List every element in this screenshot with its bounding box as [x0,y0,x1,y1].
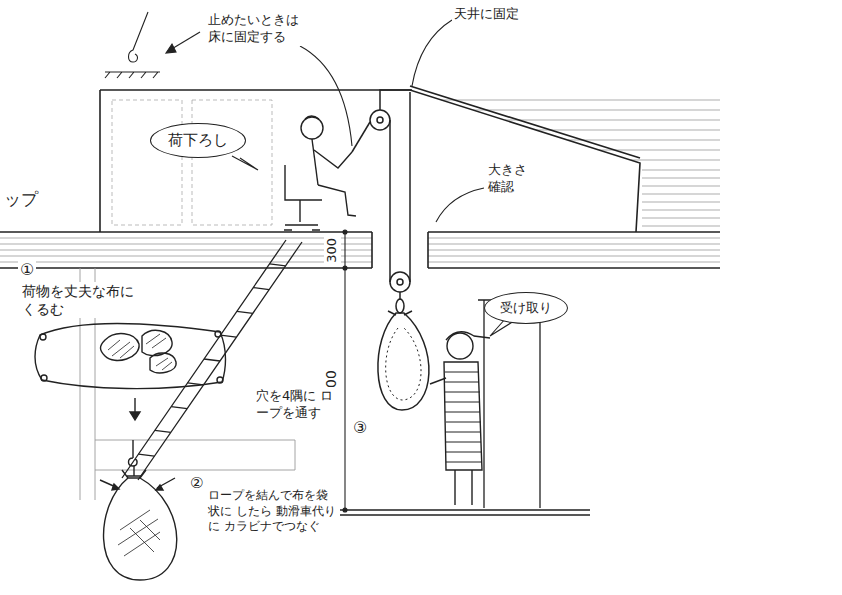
cloth-bundle [142,330,172,355]
cloth-bundle [215,331,221,337]
dashed-panels [112,100,182,225]
dashed-panels [112,100,272,225]
seated-person [312,139,318,185]
cloth-bundle [41,375,47,381]
pulley-system [397,279,403,285]
dimension-line [343,230,347,512]
leader-lines [436,188,484,222]
wood-hatching [0,100,720,262]
seated-person [284,165,322,230]
callout-number: ① [18,260,36,281]
pulley-system [377,117,383,123]
leader-lines [300,46,352,146]
loft-structure [0,86,720,268]
step-note: 荷物を丈夫な布に くるむ [20,282,144,318]
callout-number: ② [188,474,205,494]
standing-person [444,362,482,470]
standing-person [445,372,482,462]
leader-lines [166,44,176,53]
pulley-system [378,313,429,410]
pulley-system [389,120,391,282]
wood-hatching [642,170,720,226]
seated-person [314,150,352,168]
standing-person [455,470,472,505]
loft-structure [99,90,101,232]
lower-room [95,440,295,470]
leader-lines [412,20,452,86]
seated-person [301,117,323,139]
wrapped-bag [129,440,138,466]
bubble-text: 荷下ろし [168,131,228,150]
loft-structure [0,232,720,268]
wrapped-bag [122,466,146,478]
note-text: 天井に固定 [452,6,521,23]
standing-person [447,333,473,359]
pulley-system [380,90,412,110]
cloth-bundle [35,323,226,388]
ladder [122,240,302,480]
cloth-bundle [108,334,172,370]
dimension-value: 300 [324,236,341,265]
wrapped-bag [112,484,163,490]
leader-lines [232,156,258,170]
wrapped-bag [118,510,160,556]
ladder [122,240,302,480]
dimension-line [344,232,345,510]
pulley-system [396,299,404,313]
callout-number: ③ [351,418,369,439]
door-frame [340,510,590,515]
speech-bubble: 受け取り [484,292,568,324]
wrapped-bag [100,440,177,580]
dimension-line [343,230,347,234]
cloth-bundle [35,323,226,420]
bubble-text: 受け取り [500,300,552,316]
note-text: 止めたいときは 床に固定する [206,12,308,46]
door-frame [340,300,590,515]
cloth-bundle [150,353,176,373]
leader-lines [105,72,160,78]
pulley-system [409,92,411,282]
cloth-bundle [40,334,46,340]
wood-hatching [428,238,720,262]
standing-person [430,378,446,384]
note-text: 大きさ 確認 [486,162,538,196]
seated-person [284,116,356,230]
step-note: ロープを結んで布を袋状に したら 動滑車代りに カラビナでつなぐ [206,488,340,535]
loft-structure [410,86,640,158]
seated-person [305,116,319,119]
pulley-system [386,328,421,400]
cut-off-text: ップ [2,188,40,210]
cloth-bundle [130,412,140,420]
cloth-bundle [217,377,223,383]
pulley-system [370,110,390,130]
pulley-system [352,90,429,410]
standing-person [430,332,490,505]
speech-bubble: 荷下ろし [150,123,246,158]
seated-person [318,185,356,216]
leader-lines [129,12,149,62]
pulley-system [352,122,370,152]
wrapped-bag [104,478,177,580]
pulley-system [388,311,412,315]
loft-structure [100,90,640,232]
wrapped-bag [100,478,175,488]
ladder [138,264,285,456]
pulley-system [390,272,410,292]
leader-lines [170,32,200,50]
dashed-panels [192,100,272,225]
door-frame [478,300,548,508]
leader-lines [105,12,514,336]
dimension-line [343,266,347,270]
wood-hatching [0,238,372,262]
step-note: 穴を4隅に ロープを通す [254,388,342,422]
